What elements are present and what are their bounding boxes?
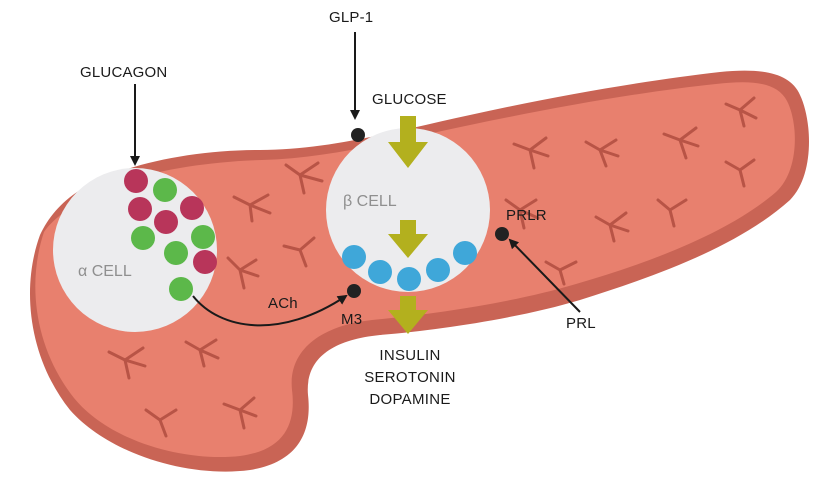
glucose-label: GLUCOSE xyxy=(372,91,447,108)
ach-label: ACh xyxy=(268,295,298,312)
glucose-arrow-top xyxy=(388,116,428,168)
ach-arrow xyxy=(192,294,348,327)
beta-cell: β CELL xyxy=(326,116,490,334)
secretion-outputs: INSULIN SEROTONIN DOPAMINE xyxy=(364,347,456,408)
prlr-receptor-icon xyxy=(495,227,509,241)
beta-granule-blue xyxy=(342,245,366,269)
beta-granule-blue xyxy=(397,267,421,291)
alpha-granule-green xyxy=(153,178,177,202)
beta-granule-blue xyxy=(453,241,477,265)
receptors xyxy=(347,128,509,298)
glucose-arrow-middle xyxy=(388,220,428,258)
alpha-granules xyxy=(124,169,217,301)
prl-label: PRL xyxy=(566,315,596,332)
alpha-granule-magenta xyxy=(128,197,152,221)
prlr-label: PRLR xyxy=(506,207,547,224)
alpha-cell: α CELL xyxy=(53,168,217,332)
alpha-granule-magenta xyxy=(124,169,148,193)
beta-cell-body xyxy=(326,128,490,292)
beta-cell-label: β CELL xyxy=(343,193,397,210)
output-dopamine: DOPAMINE xyxy=(369,391,450,408)
alpha-granule-magenta xyxy=(180,196,204,220)
alpha-granule-green xyxy=(169,277,193,301)
lobule-lines xyxy=(78,96,758,438)
alpha-granule-green xyxy=(191,225,215,249)
m3-receptor-icon xyxy=(347,284,361,298)
alpha-granule-green xyxy=(131,226,155,250)
signal-arrows xyxy=(130,32,581,327)
m3-label: M3 xyxy=(341,311,362,328)
alpha-granule-green xyxy=(164,241,188,265)
beta-granules xyxy=(342,241,477,291)
alpha-granule-magenta xyxy=(193,250,217,274)
output-insulin: INSULIN xyxy=(379,347,440,364)
glucose-arrow-icon xyxy=(388,116,428,334)
glucagon-label: GLUCAGON xyxy=(80,64,167,81)
prl-arrow xyxy=(508,238,581,313)
secretion-arrow xyxy=(388,296,428,334)
alpha-granule-magenta xyxy=(154,210,178,234)
beta-granule-blue xyxy=(426,258,450,282)
glp1-label: GLP-1 xyxy=(329,9,373,26)
glp1-receptor-icon xyxy=(351,128,365,142)
output-serotonin: SEROTONIN xyxy=(364,369,456,386)
alpha-cell-label: α CELL xyxy=(78,263,132,280)
beta-granule-blue xyxy=(368,260,392,284)
